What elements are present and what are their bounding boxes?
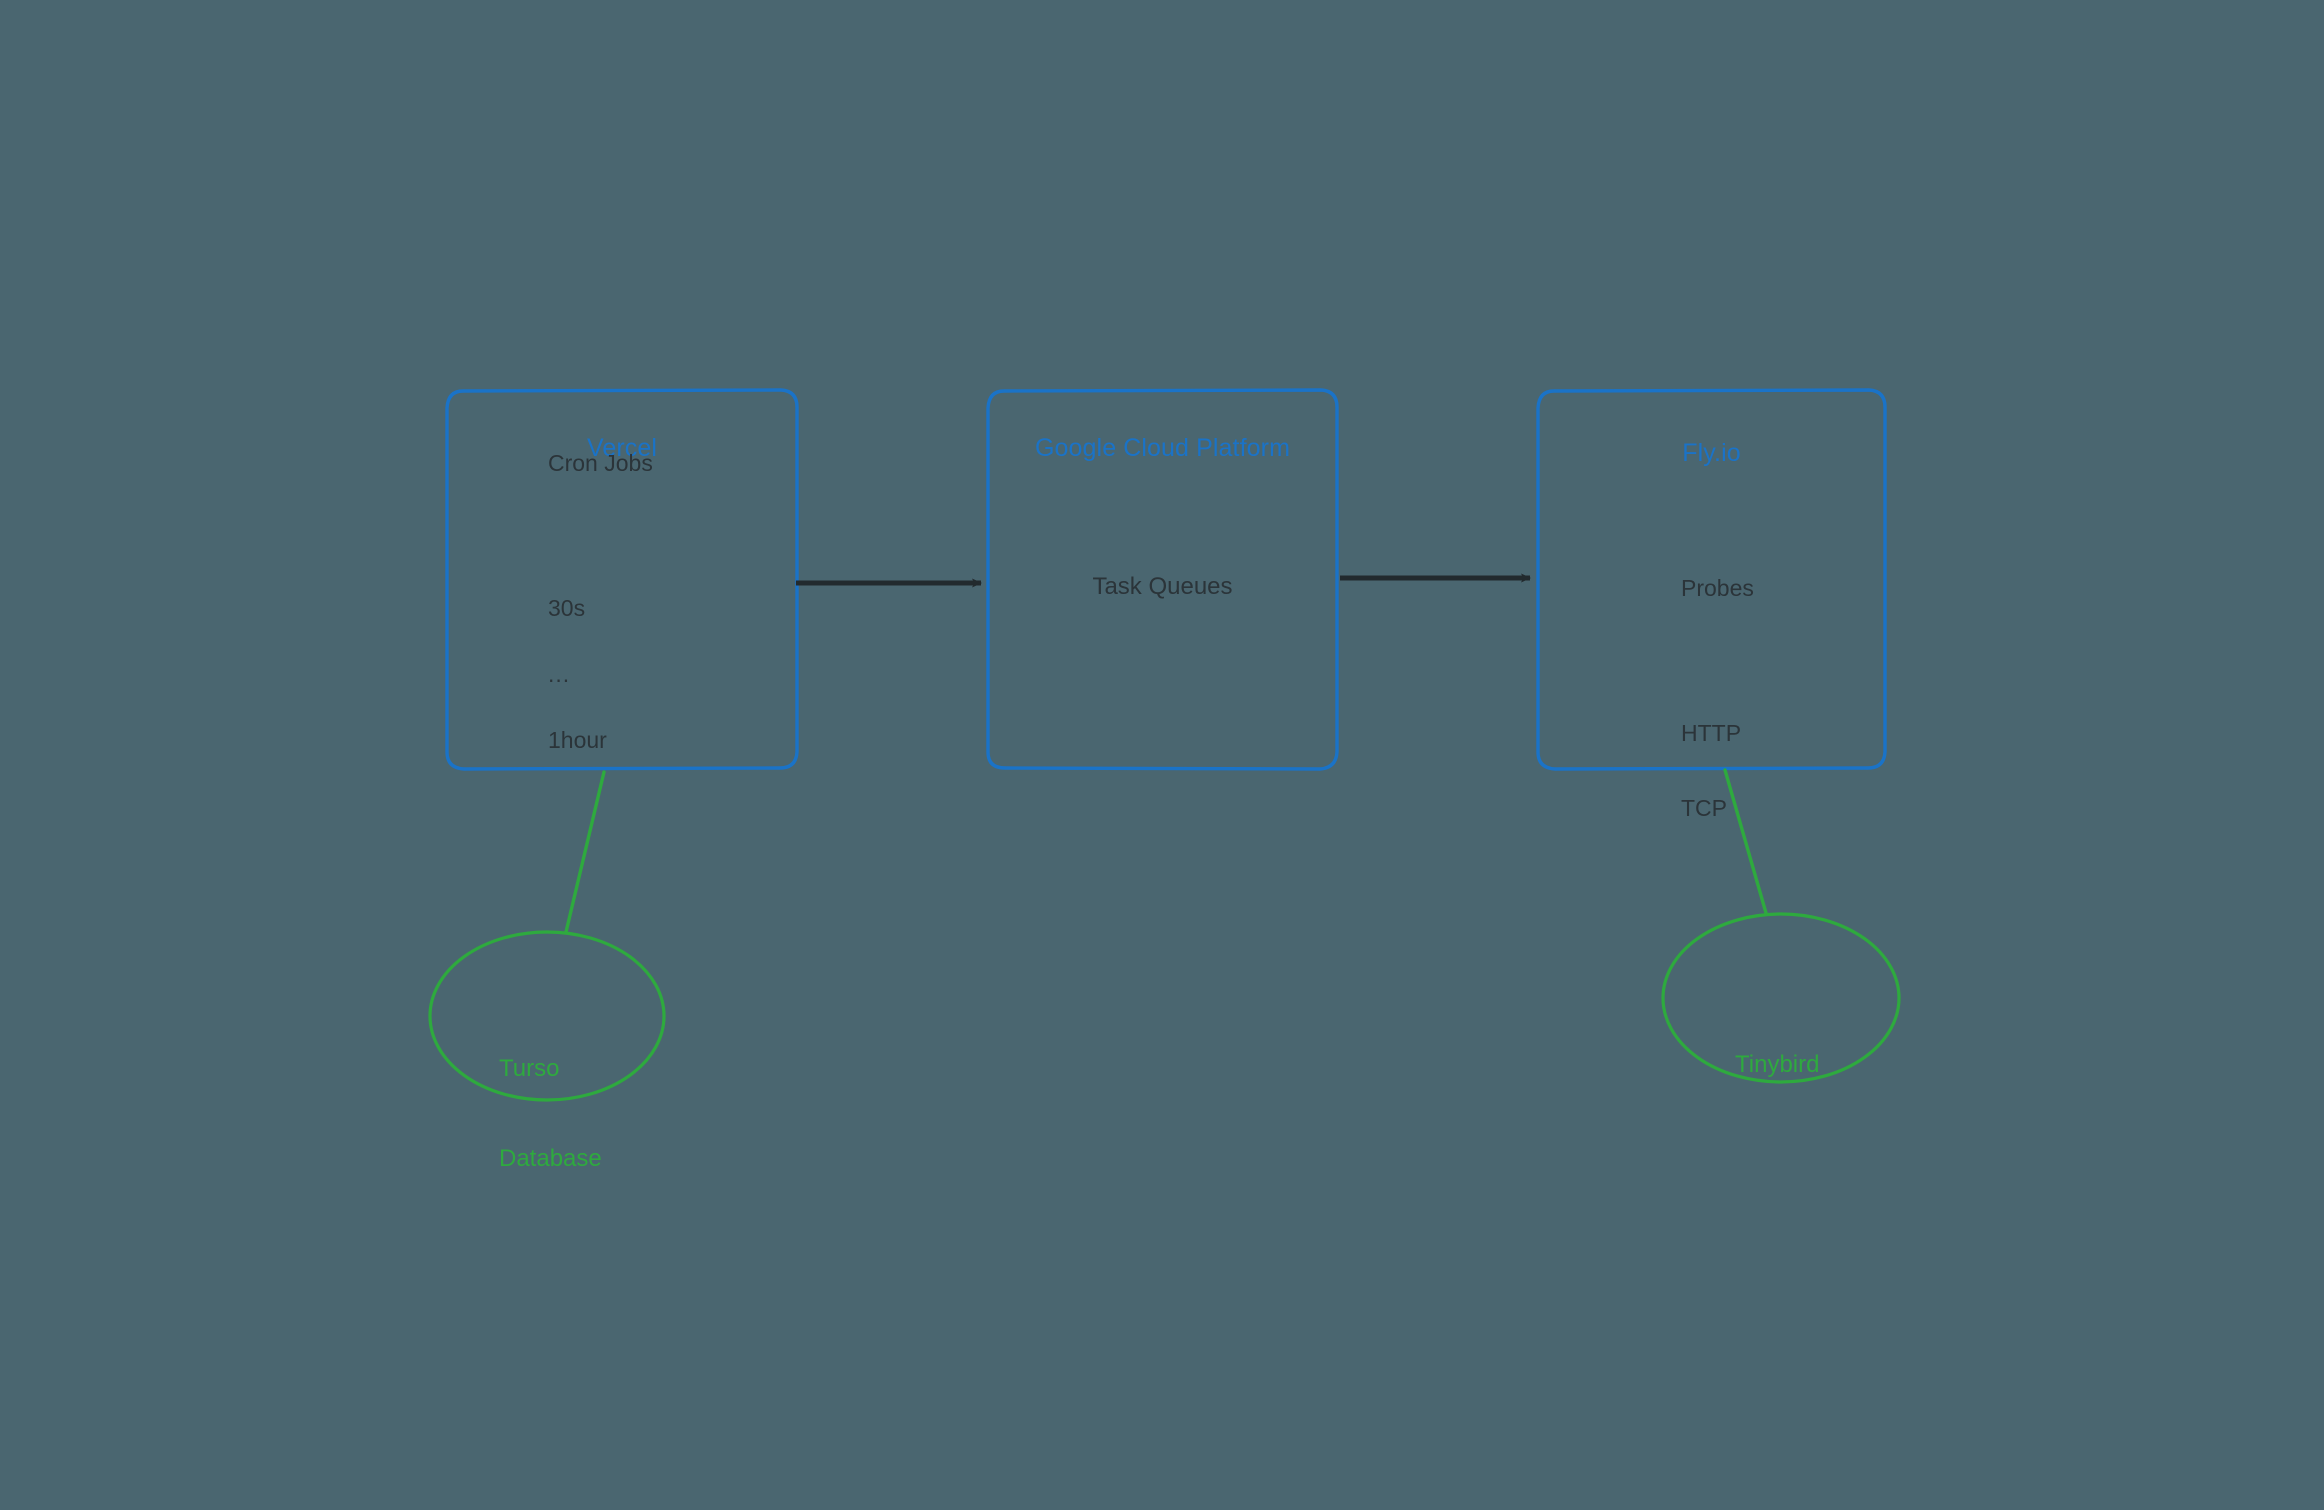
node-line-tcp: TCP <box>1681 795 1727 821</box>
datastore-label-line-database: Database <box>499 1145 602 1172</box>
node-body-vercel: Cron Jobs 30s ... 1hour <box>548 406 653 798</box>
node-line-http: HTTP <box>1681 720 1742 746</box>
node-vercel[interactable]: Vercel Cron Jobs 30s ... 1hour <box>447 390 797 769</box>
node-title-flyio: Fly.io <box>1682 439 1741 467</box>
datastore-label-line-turso: Turso <box>499 1055 560 1082</box>
node-outline-gcp <box>986 388 1339 771</box>
node-line-30s: 30s <box>548 595 586 621</box>
connector-flyio-to-tinybird <box>1723 768 1768 915</box>
node-outline-flyio <box>1536 388 1887 771</box>
spacer <box>1681 646 1754 676</box>
node-gcp[interactable]: Google Cloud Platform Task Queues <box>988 390 1337 769</box>
datastore-outline-turso <box>428 930 666 1102</box>
node-line-1hour: 1hour <box>548 727 607 754</box>
datastore-label-line-tinybird: Tinybird <box>1735 1051 1820 1078</box>
node-flyio[interactable]: Fly.io Probes HTTP TCP <box>1538 390 1885 820</box>
datastore-label-turso[interactable]: Turso Database <box>499 994 602 1234</box>
spacer <box>548 521 653 551</box>
datastore-label-tinybird[interactable]: Tinybird <box>1735 990 1819 1140</box>
datastore-outline-tinybird <box>1661 912 1901 1084</box>
node-line-task-queues: Task Queues <box>1092 573 1233 600</box>
node-title-gcp: Google Cloud Platform <box>1034 434 1290 462</box>
node-line-ellipsis: ... <box>548 661 571 687</box>
node-line-cron-jobs: Cron Jobs <box>548 450 653 476</box>
connector-vercel-to-turso <box>564 770 606 934</box>
node-outline-vercel <box>445 388 799 771</box>
node-line-probes: Probes <box>1681 575 1754 601</box>
node-title-vercel: Vercel <box>586 434 658 462</box>
node-body-flyio: Probes HTTP TCP <box>1681 531 1754 866</box>
